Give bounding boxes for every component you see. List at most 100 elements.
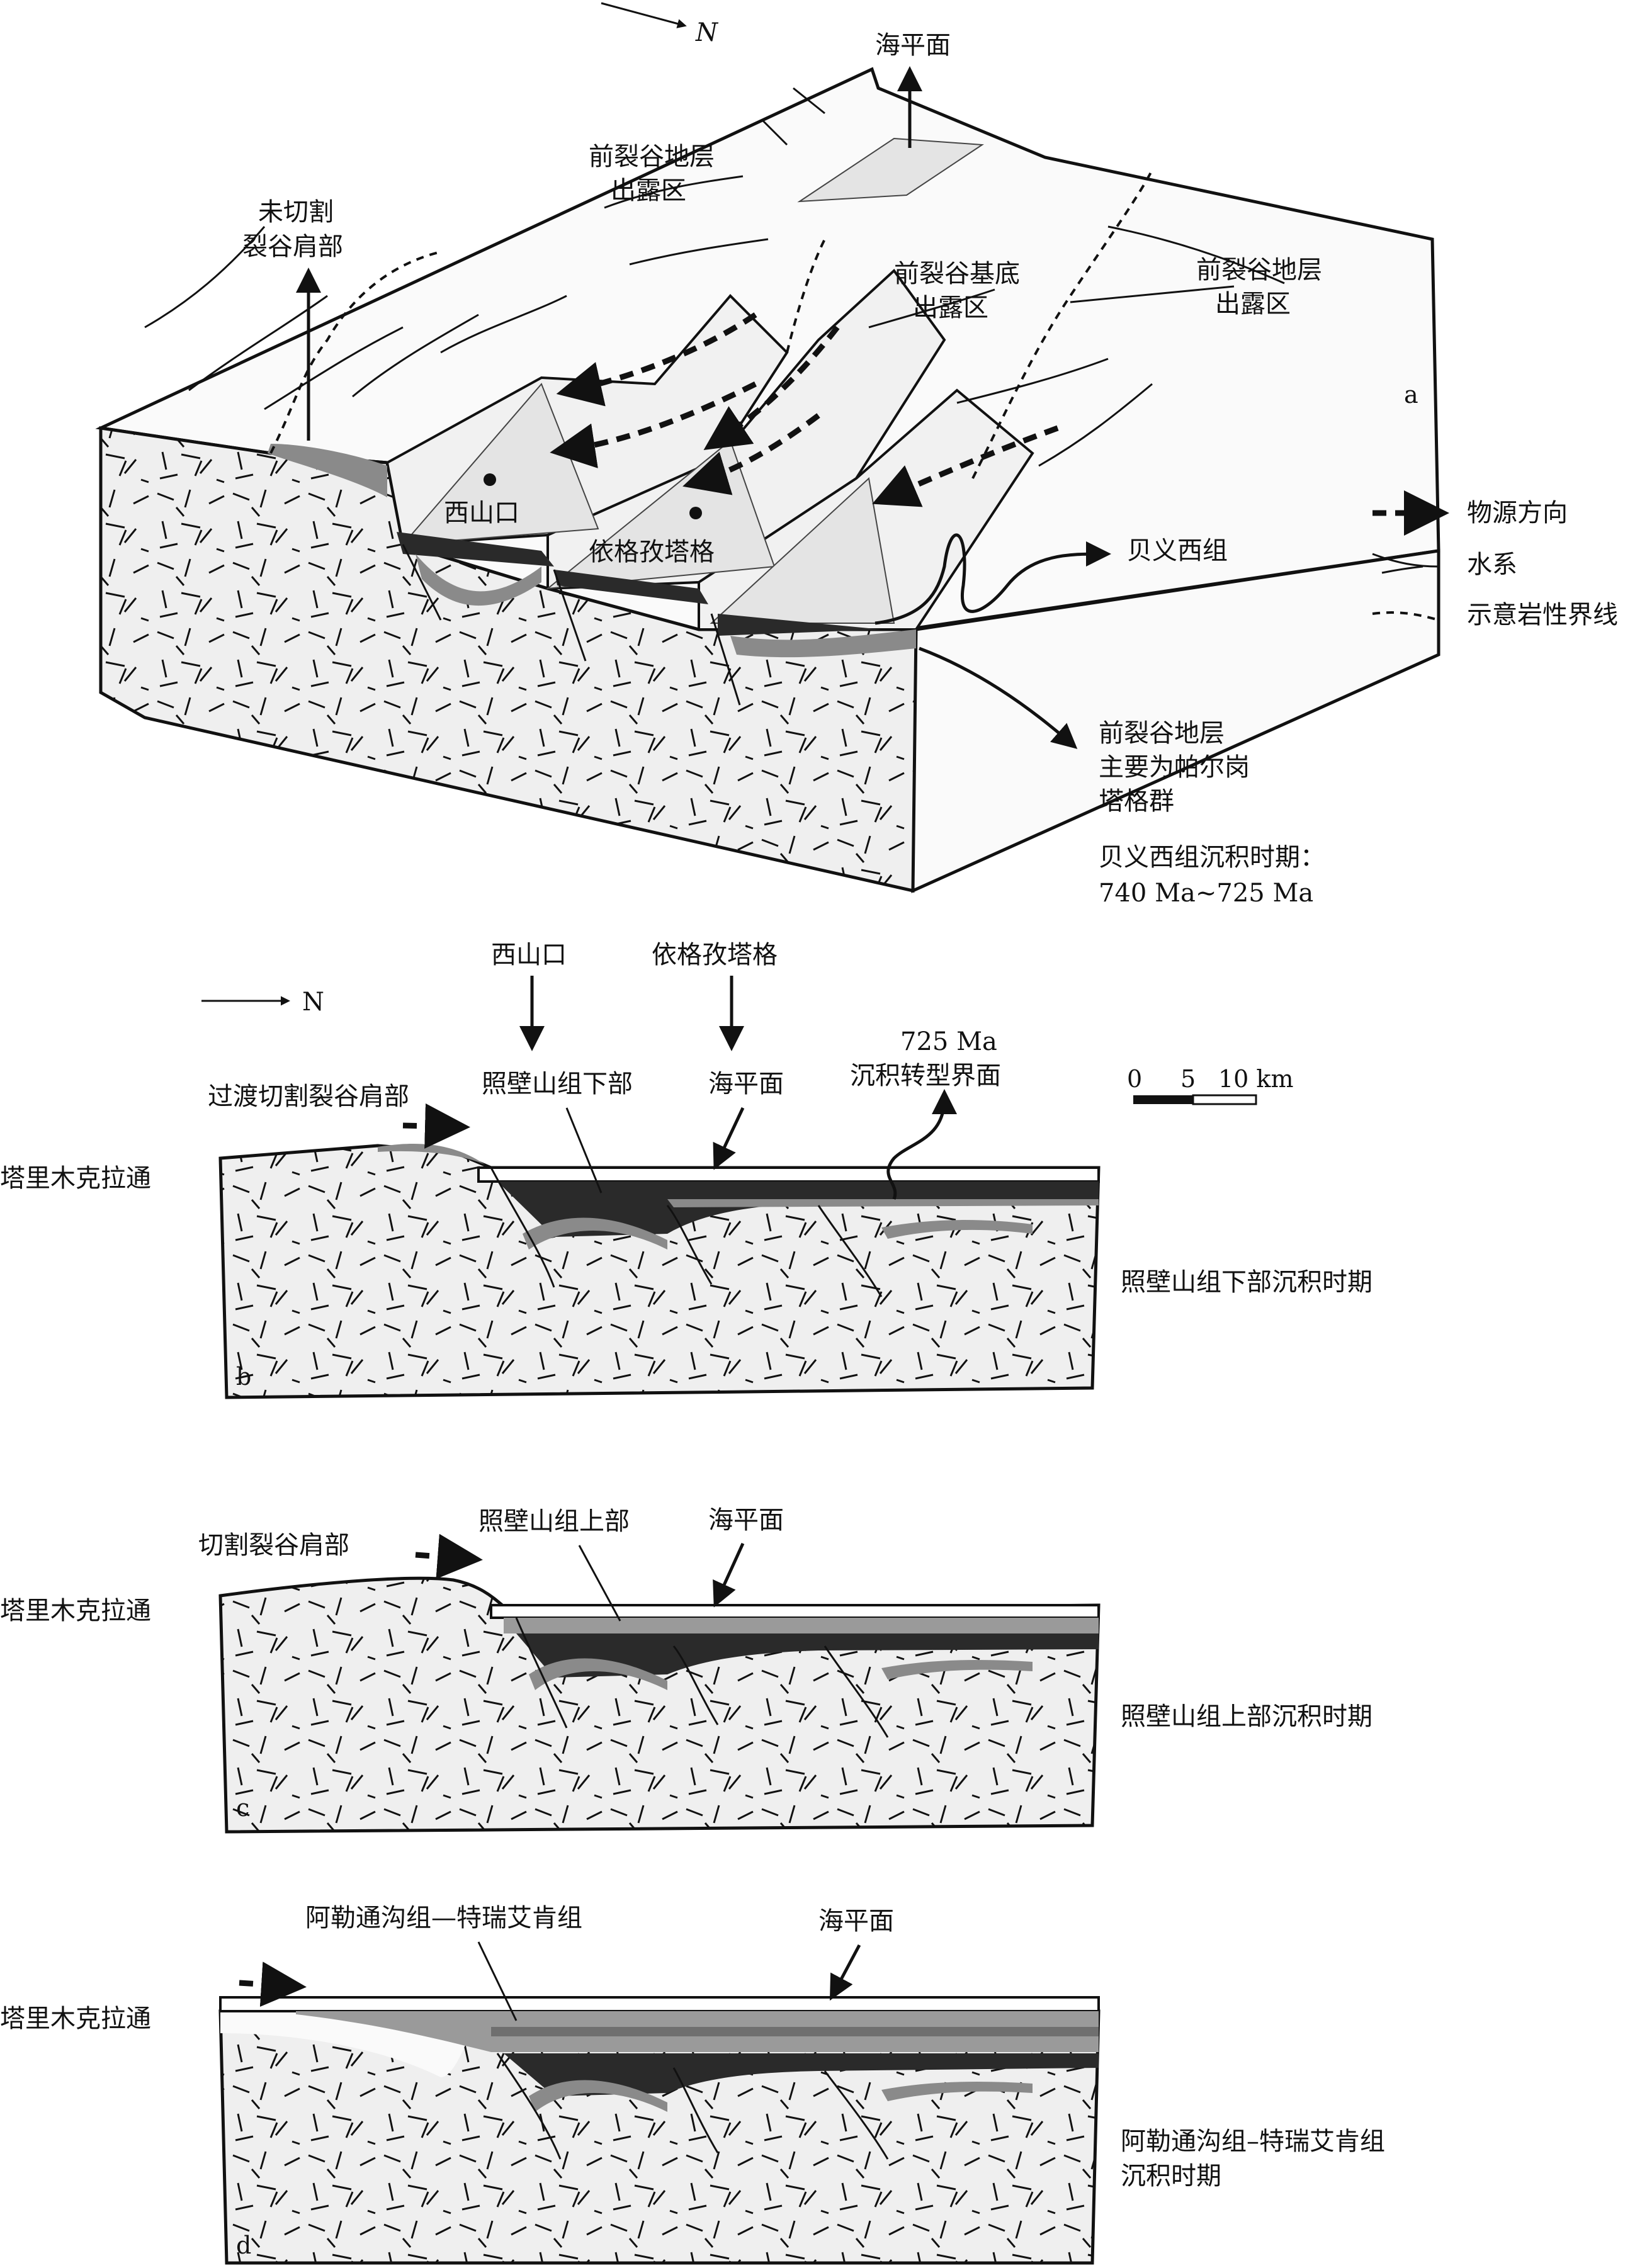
panel-b-fill-mid (667, 1199, 1099, 1207)
panel-d-letter: d (236, 2231, 251, 2259)
panel-d-grey-band (491, 2027, 1099, 2036)
panel-b-shoulder-cap (378, 1144, 485, 1165)
panel-c-ridges (515, 1617, 889, 1738)
panel-a-pre-rift-basement-2: 出露区 (913, 293, 988, 322)
legend: 物源方向 水系 示意岩性界线 (1372, 490, 1618, 629)
provenance-arrow-3 (703, 325, 840, 450)
lithology-boundary-1 (269, 251, 441, 454)
panel-b-transition-arrow (886, 1089, 957, 1200)
panel-b-unit-leader (565, 1107, 603, 1193)
panel-b-shoulder: 过渡切割裂谷肩部 (208, 1082, 409, 1111)
basin-fill-grey-3 (268, 444, 387, 497)
panel-a-beiyixi: 贝义西组 (1127, 536, 1228, 565)
scale-label-10: 10 km (1218, 1065, 1294, 1093)
panel-b-letter: b (236, 1363, 251, 1391)
block-side-face (911, 549, 1440, 893)
provenance-arrow-1 (556, 312, 757, 407)
drainage-lines (144, 87, 1285, 467)
panel-d-unit-leader (477, 1941, 518, 2021)
panel-a-pre-rift-note-2: 主要为帕尔岗 (1099, 753, 1250, 782)
panel-c-basin-2 (881, 1660, 1033, 1679)
basin-fill-dark-1 (397, 532, 554, 567)
legend-drainage-symbol (1372, 553, 1439, 574)
fault-1 (402, 544, 442, 621)
panel-a-site-xishankou: 西山口 (444, 499, 519, 528)
site-yigezitage-dot (689, 507, 702, 519)
panel-d-water (219, 1996, 1100, 2012)
panel-d-basin-2 (881, 2082, 1033, 2101)
panel-a-uncut-shoulder-2: 裂谷肩部 (242, 232, 343, 261)
provenance-arrow-4 (682, 413, 820, 495)
panel-b-basin-2 (881, 1220, 1033, 1239)
provenance-arrow-2 (550, 381, 757, 468)
provenance-arrow-5 (872, 425, 1059, 507)
legend-drainage-label: 水系 (1467, 550, 1517, 579)
panel-d-sea-level-arrow (829, 1944, 861, 2001)
panel-c-basin-1 (529, 1658, 667, 1690)
panel-b-yigezitage: 依格孜塔格 (652, 940, 778, 969)
panel-b-fill-dark (497, 1182, 1099, 1237)
panel-a-pre-rift-note-3: 塔格群 (1099, 787, 1174, 816)
north-arrow-a (601, 2, 687, 28)
panel-a-pre-rift-strata-top-1: 前裂谷地层 (589, 142, 715, 171)
panel-d-fill-dark (504, 2053, 1099, 2096)
panel-b-water (477, 1166, 1100, 1183)
panel-b-period: 照壁山组下部沉积时期 (1121, 1268, 1372, 1297)
panel-b-transition-2: 沉积转型界面 (850, 1061, 1001, 1090)
scale-label-5: 5 (1180, 1065, 1196, 1093)
basin-fill-dark-2 (554, 570, 708, 604)
panel-c-sea-level: 海平面 (708, 1506, 784, 1535)
beiyixi-arrow (874, 533, 1111, 625)
panel-b-north: N (302, 988, 324, 1017)
scale-label-0: 0 (1127, 1065, 1142, 1093)
panel-b-sea-level-arrow (713, 1107, 745, 1170)
panel-a-pre-rift-strata-right-2: 出露区 (1215, 290, 1291, 319)
panel-d-period-1: 阿勒通沟组–特瑞艾肯组 (1121, 2127, 1385, 2156)
panel-a-letter: a (1404, 381, 1418, 409)
panel-d-period-2: 沉积时期 (1121, 2162, 1221, 2191)
panel-a-uncut-shoulder-1: 未切割 (258, 198, 334, 227)
panel-d-unit: 阿勒通沟组—特瑞艾肯组 (305, 1904, 582, 1932)
panel-b-sea-level: 海平面 (708, 1069, 784, 1098)
site-xishankou-dot (484, 473, 496, 486)
panel-b-xishankou: 西山口 (491, 940, 567, 969)
basin-fill-dark-3 (718, 614, 881, 636)
fan-deposit-top (797, 137, 984, 203)
panel-c-west: 塔里木克拉通 (0, 1596, 151, 1625)
fault-2 (553, 569, 587, 662)
panel-d-west: 塔里木克拉通 (0, 2004, 151, 2033)
panel-a-sea-level: 海平面 (875, 31, 951, 60)
panel-c-water (490, 1604, 1100, 1619)
panel-a-block-diagram: N 海平面 未切割 裂谷肩部 前裂谷地层 出露区 前裂谷基底 出露区 前裂谷地层… (95, 2, 1440, 908)
panel-c-sea-level-arrow (713, 1542, 745, 1608)
panel-a-period-1: 贝义西组沉积时期： (1099, 843, 1325, 872)
panel-c-unit: 照壁山组上部 (478, 1507, 630, 1536)
panel-b-shoulder-flow (402, 1103, 470, 1149)
panel-c-period: 照壁山组上部沉积时期 (1121, 1702, 1372, 1731)
panel-a-pre-rift-basement-1: 前裂谷基底 (894, 259, 1020, 288)
panel-a-pre-rift-note-1: 前裂谷地层 (1099, 719, 1225, 748)
lithology-boundary-2 (786, 239, 826, 353)
legend-boundary-label: 示意岩性界线 (1467, 601, 1618, 629)
scale-bar: 0 5 10 km (1127, 1065, 1294, 1105)
legend-provenance-label: 物源方向 (1467, 499, 1568, 528)
panel-c-cross-section: 切割裂谷肩部 照壁山组上部 海平面 塔里木克拉通 照壁山组上部沉积时期 c (0, 1506, 1372, 1834)
pre-rift-note-arrow (919, 646, 1078, 749)
panel-b-west: 塔里木克拉通 (0, 1164, 151, 1193)
basin-fill-grey-1 (416, 554, 541, 606)
panel-c-unit-leader (578, 1545, 621, 1622)
panel-c-fill-dark (516, 1633, 1099, 1678)
panel-a-north: N (695, 18, 719, 47)
fault-3 (710, 613, 741, 706)
panel-b-unit: 照壁山组下部 (482, 1069, 633, 1098)
panel-a-period-2: 740 Ma~725 Ma (1099, 879, 1313, 908)
panel-d-basin-1 (529, 2080, 667, 2112)
panel-c-shoulder-flow (415, 1533, 483, 1579)
legend-boundary-symbol (1372, 611, 1439, 621)
panel-a-pre-rift-strata-top-2: 出露区 (611, 176, 686, 205)
basin-fill-grey-2 (730, 629, 916, 658)
panel-d-cross-section: 阿勒通沟组—特瑞艾肯组 海平面 塔里木克拉通 阿勒通沟组–特瑞艾肯组 沉积时期 … (0, 1904, 1385, 2265)
panel-d-flow (239, 1961, 307, 2007)
lithology-boundary-3 (971, 169, 1153, 479)
